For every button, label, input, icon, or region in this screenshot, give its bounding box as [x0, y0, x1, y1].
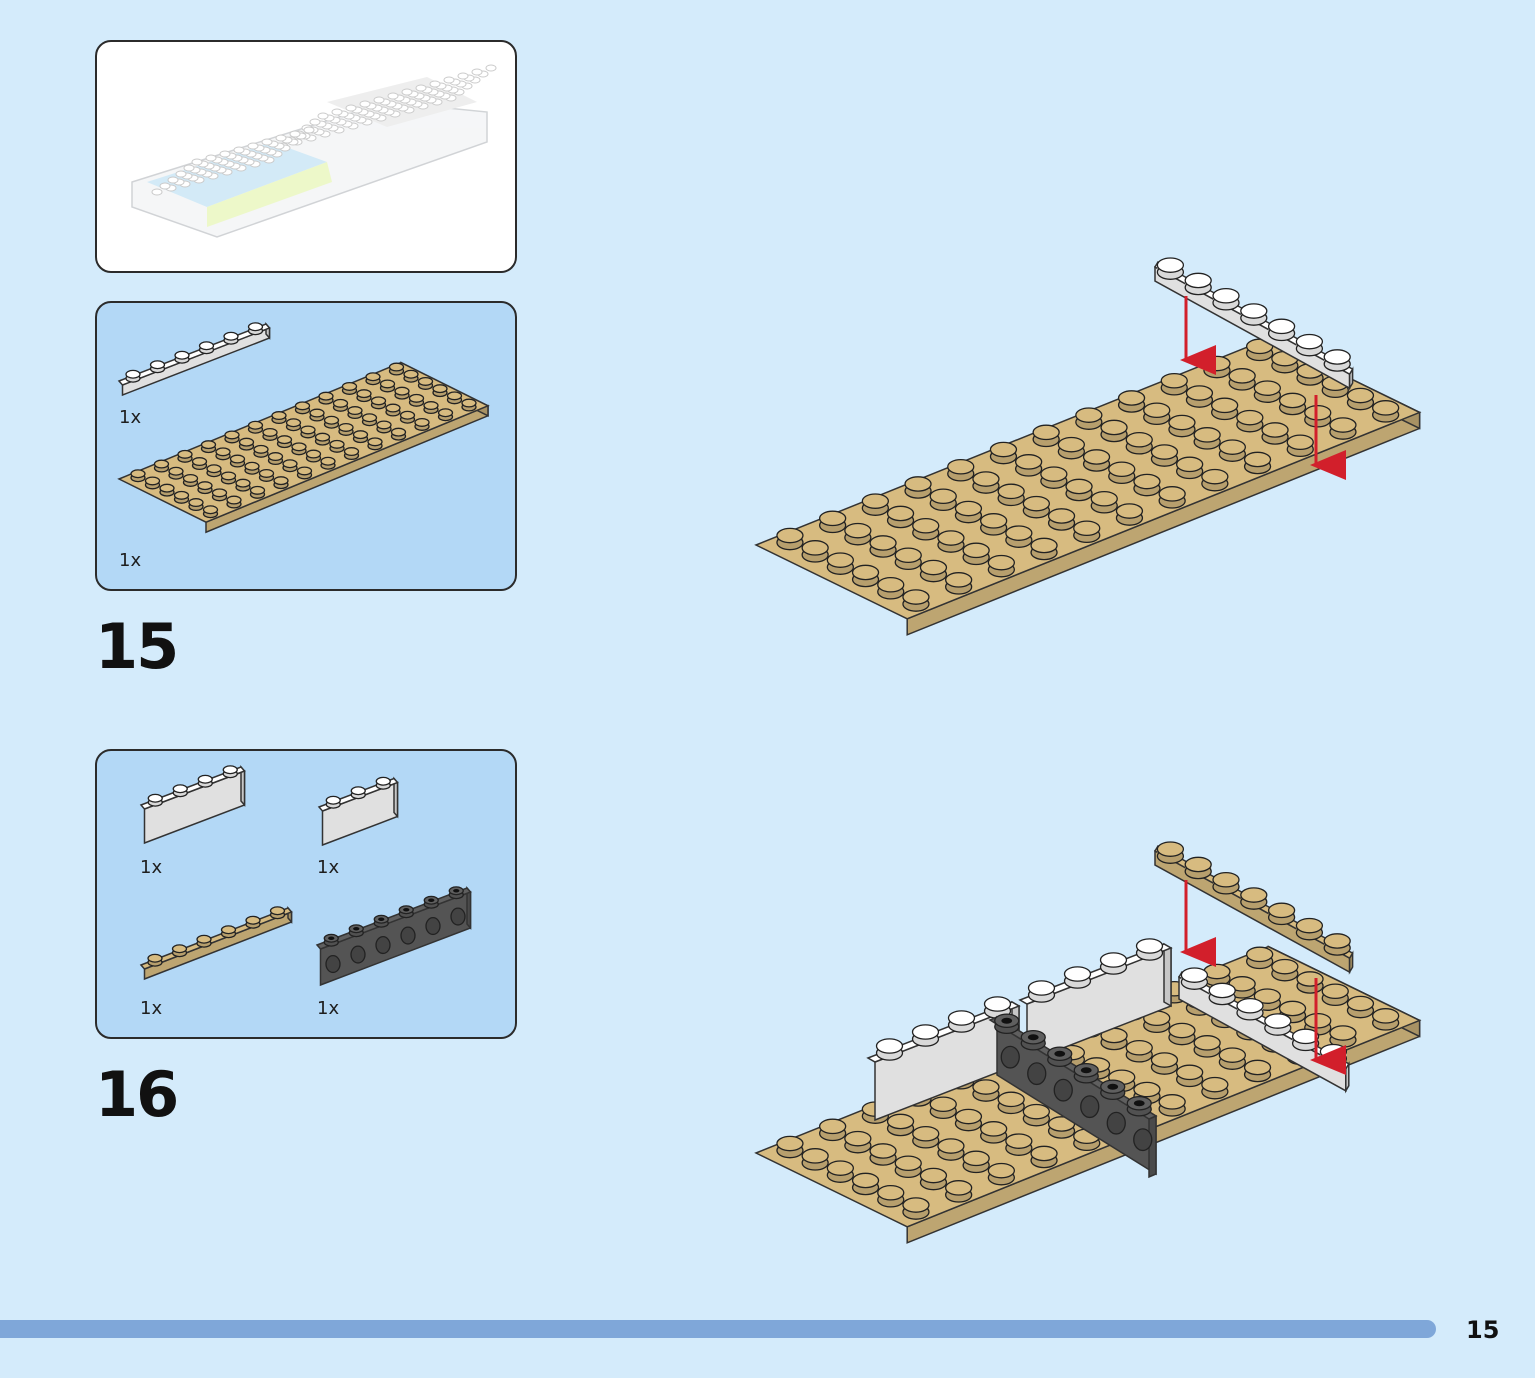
white-brick-1x4 — [139, 765, 246, 845]
parts-illustration-step-15 — [117, 322, 490, 534]
part-qty-white-plate: 1x — [119, 407, 142, 428]
tan-plate-6x12 — [117, 361, 490, 534]
white-brick-1x3 — [317, 776, 399, 847]
overview-panel — [95, 40, 517, 273]
part-qty-technic-brick: 1x — [317, 998, 340, 1019]
parts-illustration-step-16 — [139, 765, 472, 987]
step-number-15: 15 — [95, 610, 179, 683]
technic-brick-1x6 — [315, 886, 472, 987]
step-16-assembly-image — [754, 841, 1422, 1244]
part-qty-tan-plate: 1x — [119, 550, 142, 571]
tan-plate-1x6 — [1153, 841, 1354, 975]
part-qty-white-brick-1x4: 1x — [140, 857, 163, 878]
part-qty-tan-plate-1x6: 1x — [140, 998, 163, 1019]
white-plate-1x6 — [117, 322, 271, 397]
tan-plate-6x12 — [754, 337, 1422, 636]
step-number-16: 16 — [95, 1058, 179, 1131]
part-qty-white-brick-1x3: 1x — [317, 857, 340, 878]
page-number: 15 — [1466, 1316, 1500, 1344]
footer-bar — [0, 1320, 1436, 1338]
white-brick-1x4 — [1018, 938, 1173, 1064]
parts-callout-step-15: 1x 1x — [95, 301, 517, 591]
parts-callout-step-16: 1x 1x 1x 1x — [95, 749, 517, 1039]
step-15-assembly-image — [754, 257, 1422, 636]
tan-plate-1x6 — [139, 906, 293, 981]
overview-model-image — [131, 64, 497, 238]
technic-brick-1x6 — [988, 1013, 1158, 1179]
white-plate-1x6 — [1153, 257, 1354, 391]
